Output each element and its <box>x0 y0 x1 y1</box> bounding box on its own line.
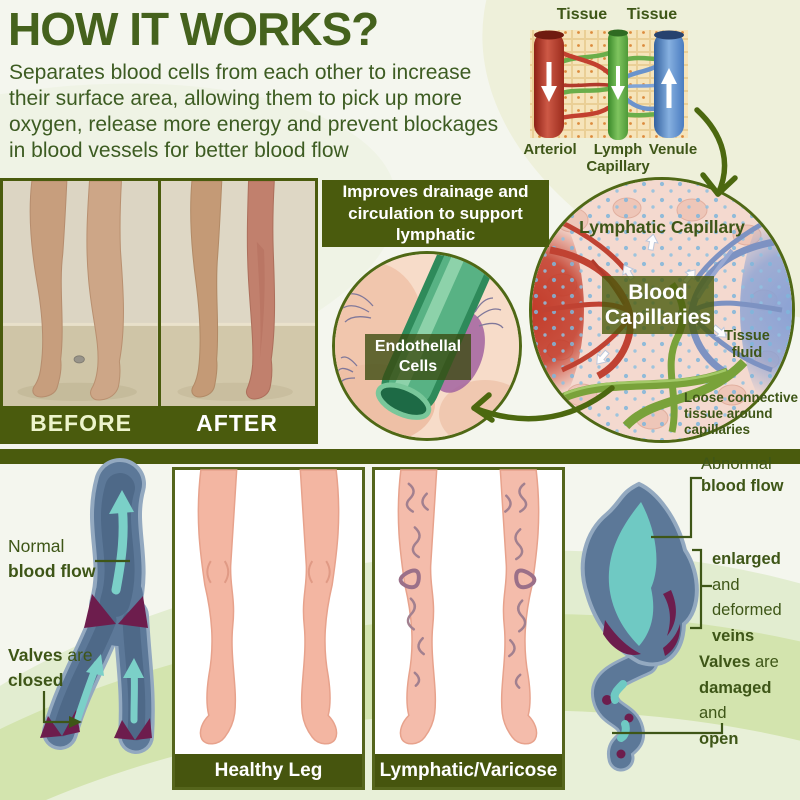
lymphatic-capillary-label: Lymphatic Capillary <box>579 217 745 237</box>
varicose-legs-illustration <box>397 469 540 745</box>
normal-blood-flow-label: Normal blood flow <box>8 534 96 583</box>
tissue-fluid-label: Tissue fluid <box>724 328 770 362</box>
label-word: open <box>699 729 739 748</box>
label-word: enlarged <box>712 550 781 568</box>
label-word: blood flow <box>8 560 96 581</box>
label-word: damaged <box>699 678 772 697</box>
abnormal-blood-flow-label: Abnormal blood flow <box>701 453 797 498</box>
before-after-photos: BEFORE AFTER <box>0 178 318 444</box>
knee-marks <box>206 560 331 584</box>
abnormal-vein-diagram <box>580 481 699 772</box>
before-photo <box>3 181 158 406</box>
arteriol-label: Arteriol <box>523 141 577 158</box>
label-word: are <box>67 645 93 665</box>
after-label: AFTER <box>196 410 278 436</box>
label-word: and <box>699 704 727 723</box>
label-word: blood flow <box>701 477 784 496</box>
capillary-exchange-diagram <box>530 29 688 140</box>
venule-label: Venule <box>648 141 698 158</box>
varicose-leg-caption: Lymphatic/Varicose <box>375 754 562 787</box>
lymph-capillary-tube <box>608 29 628 140</box>
photo-captions: BEFORE AFTER <box>3 406 315 441</box>
enlarged-veins-label: enlarged and deformed veins <box>712 547 798 649</box>
loose-connective-label: Loose connective tissue around capillari… <box>684 390 799 438</box>
label-word: and <box>712 575 740 594</box>
lymph-capillary-label: Lymph Capillary <box>586 141 650 175</box>
section-divider <box>0 449 800 464</box>
tissue-label-right: Tissue <box>626 6 678 23</box>
varicose-veins <box>405 482 528 689</box>
label-word: Normal <box>8 536 65 556</box>
valves-closed-label: Valves are closed <box>8 643 100 692</box>
label-word: Valves <box>699 653 751 671</box>
endothelial-cells-label: Endothellal Cells <box>365 334 471 380</box>
before-label: BEFORE <box>30 410 132 436</box>
label-word: are <box>754 653 779 671</box>
after-photo <box>160 181 315 406</box>
normal-vein-diagram <box>40 458 155 754</box>
intro-text: Separates blood cells from each other to… <box>9 61 499 163</box>
blood-capillaries-label: Blood Capillaries <box>602 276 714 335</box>
upward-flow-arrow-icons <box>74 490 144 724</box>
damaged-valves <box>602 590 681 759</box>
healthy-leg-panel: Healthy Leg <box>172 467 365 790</box>
label-word: veins <box>712 626 755 645</box>
healthy-leg-caption: Healthy Leg <box>175 754 362 787</box>
healthy-legs-illustration <box>197 469 340 745</box>
vein-knots <box>398 568 537 590</box>
improves-note-box: Improves drainage and circulation to sup… <box>322 180 549 247</box>
tissue-label-left: Tissue <box>556 6 608 23</box>
label-word: deformed <box>712 601 782 620</box>
label-word: closed <box>8 669 64 690</box>
varicose-leg-panel: Lymphatic/Varicose <box>372 467 565 790</box>
venule-tube <box>654 30 684 138</box>
abnormal-flow-pool <box>608 502 657 646</box>
label-word: Abnormal <box>701 455 772 473</box>
valves-damaged-label: Valves are damaged and open <box>699 650 799 752</box>
arteriol-tube <box>534 30 564 138</box>
page-title: HOW IT WORKS? <box>8 3 379 55</box>
anchoring-filaments <box>336 293 504 387</box>
label-word: Valves <box>8 645 63 665</box>
